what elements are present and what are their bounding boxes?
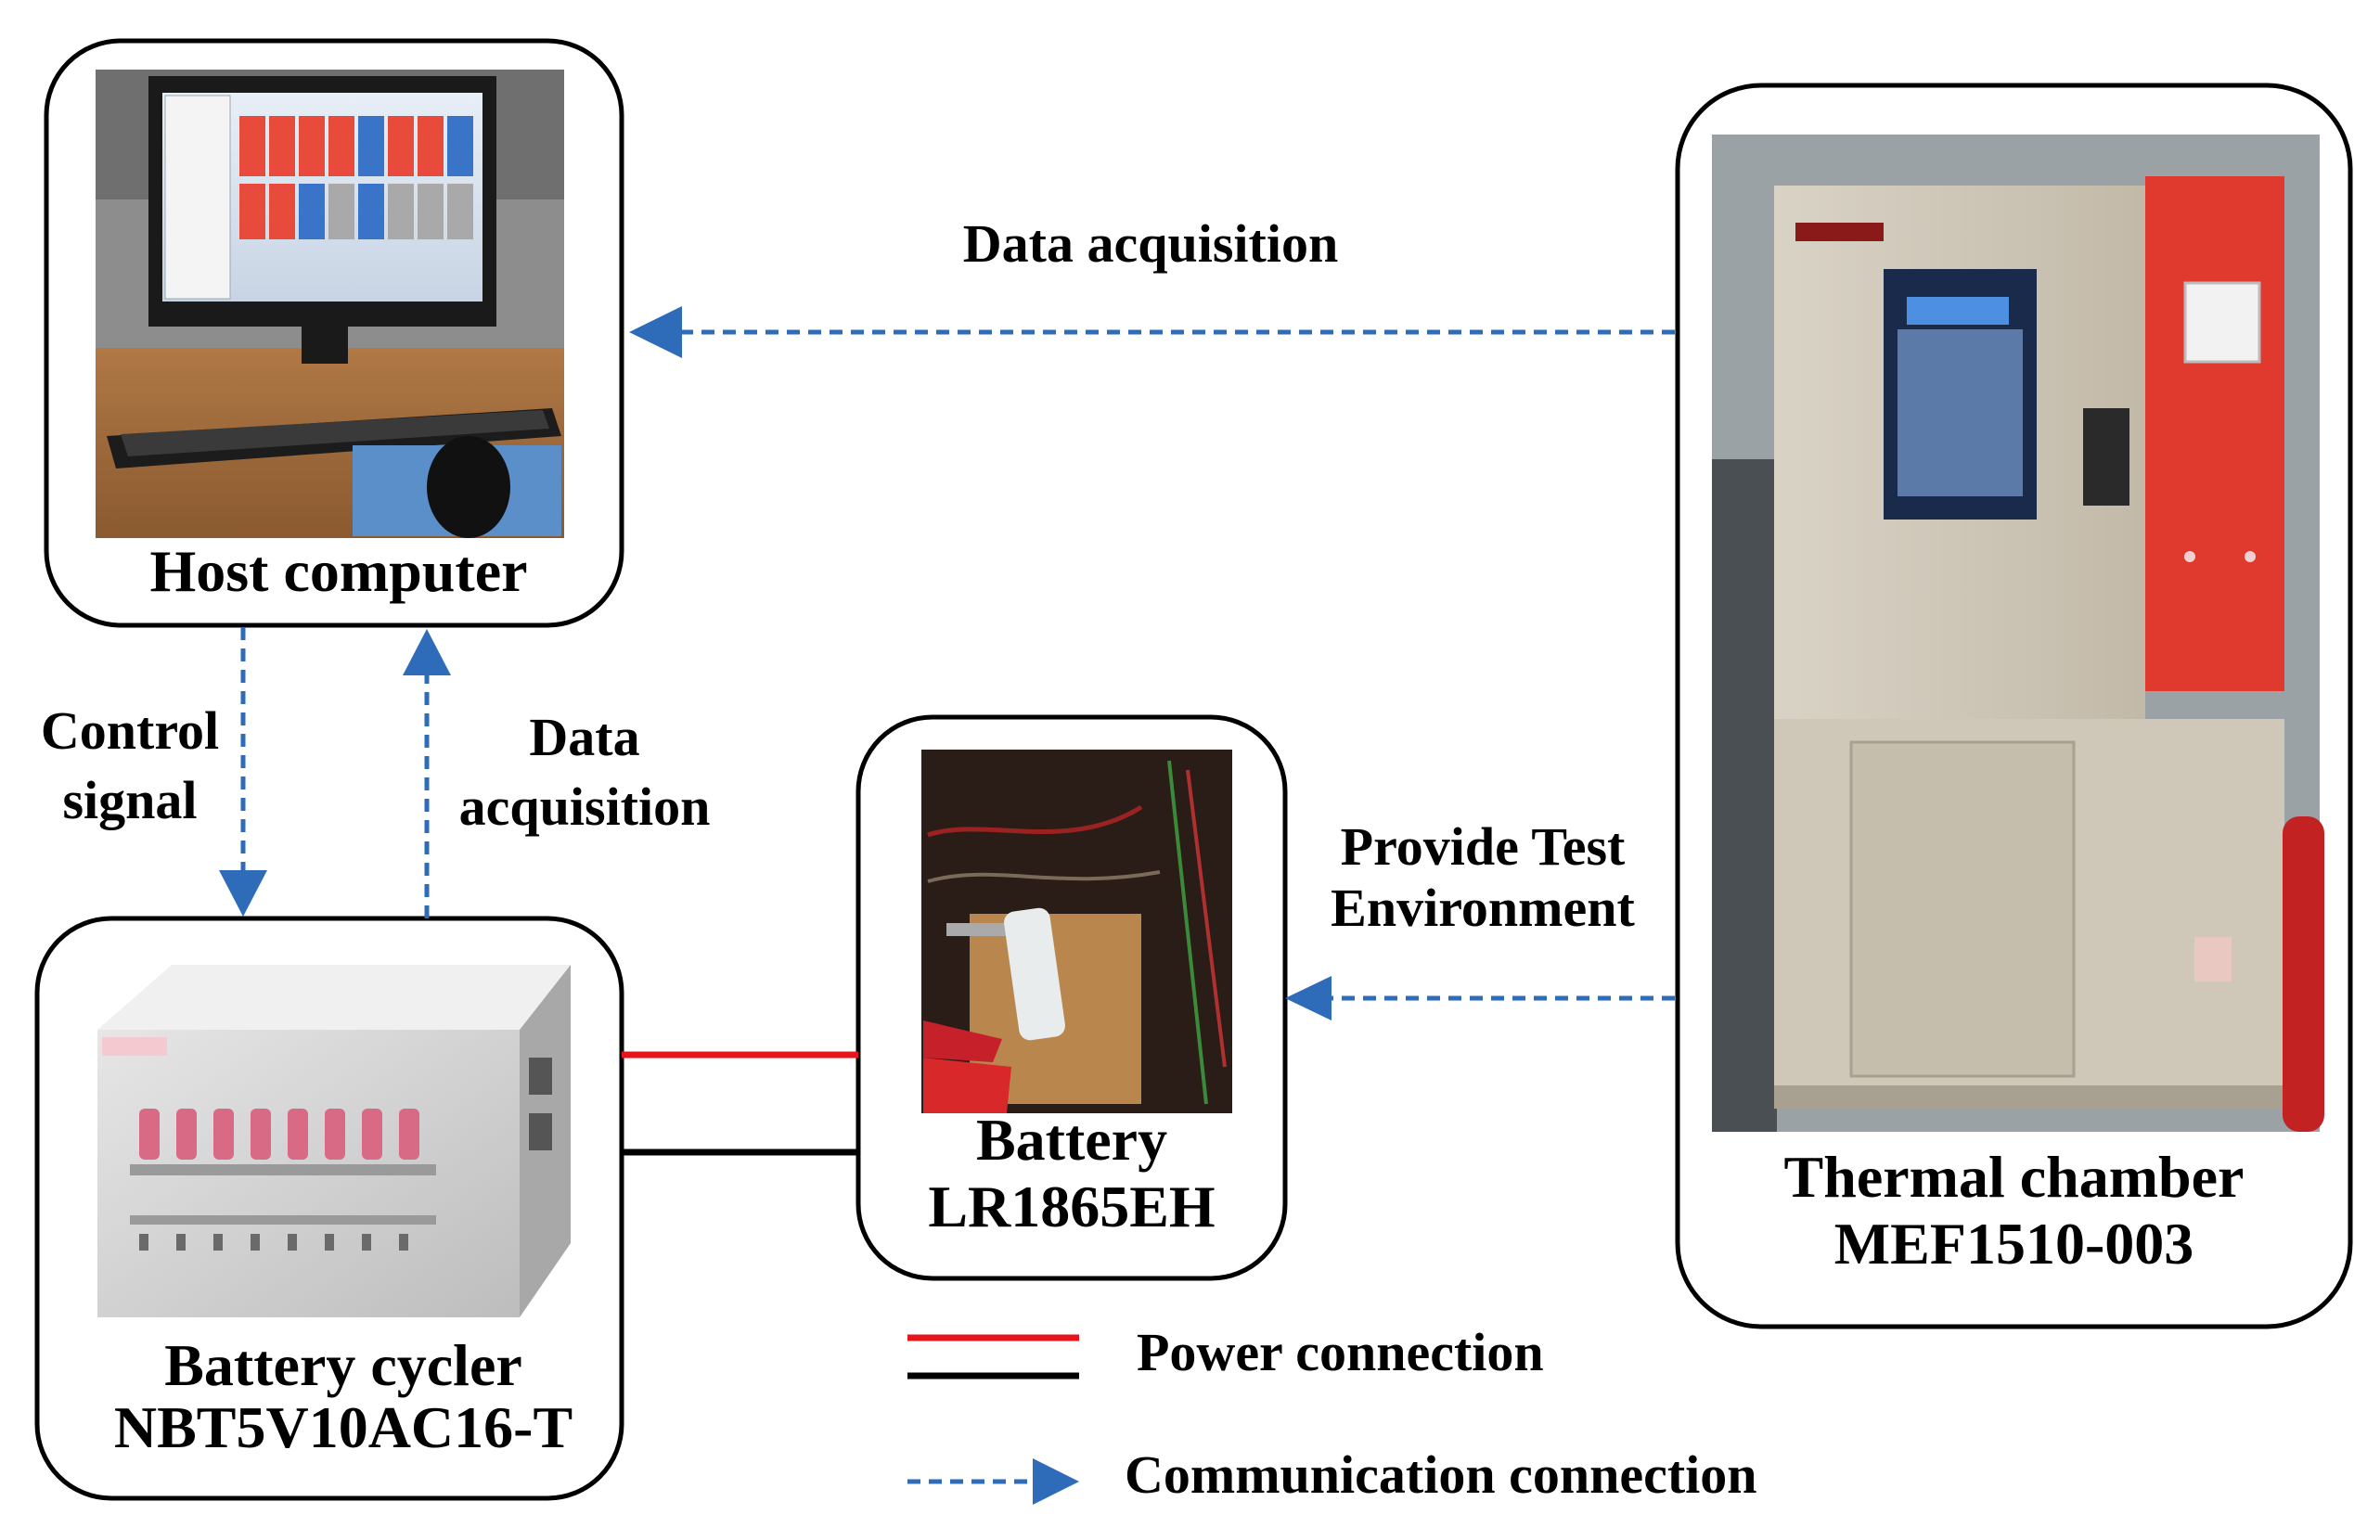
thermal-chamber-photo <box>1712 135 2324 1132</box>
thermal-chamber-name: Thermal chamber <box>1783 1144 2245 1210</box>
battery-cycler-photo <box>97 965 571 1317</box>
provide-test-line1: Provide Test <box>1340 816 1626 877</box>
battery-photo <box>921 750 1232 1113</box>
comm-edge-chamber-to-battery <box>1285 976 1675 1020</box>
comm-edge-chamber-to-host <box>629 306 1675 358</box>
host-computer-node <box>44 38 624 628</box>
control-signal-line1: Control <box>40 700 220 761</box>
legend-power-label: Power connection <box>1137 1322 1544 1382</box>
legend-power-symbol <box>907 1334 1079 1380</box>
battery-node <box>856 714 1288 1281</box>
power-edge-cycler-battery <box>622 1051 858 1156</box>
legend-communication-symbol <box>907 1458 1079 1505</box>
battery-cycler-model: NBT5V10AC16-T <box>113 1394 573 1461</box>
host-computer-photo <box>96 70 564 538</box>
edge-label-cycler-to-host: Data acquisition <box>436 702 733 842</box>
edge-label-chamber-to-host: Data acquisition <box>962 213 1339 274</box>
data-acquisition-line2: acquisition <box>458 776 711 838</box>
battery-model: LR1865EH <box>928 1173 1216 1239</box>
thermal-chamber-model: MEF1510-003 <box>1833 1210 2194 1277</box>
legend-communication-label: Communication connection <box>1125 1444 1757 1505</box>
comm-edge-host-to-cycler <box>219 627 267 917</box>
battery-label: Battery LR1865EH <box>858 1107 1285 1239</box>
control-signal-line2: signal <box>62 770 198 831</box>
thermal-chamber-label: Thermal chamber MEF1510-003 <box>1678 1144 2350 1277</box>
battery-cycler-node <box>34 916 624 1501</box>
battery-name: Battery <box>975 1107 1168 1173</box>
battery-cycler-label: Battery cycler NBT5V10AC16-T <box>37 1332 650 1461</box>
thermal-chamber-node <box>1675 83 2353 1329</box>
edge-label-host-to-cycler: Control signal <box>19 696 241 836</box>
provide-test-line2: Environment <box>1331 878 1635 939</box>
battery-cycler-name: Battery cycler <box>164 1332 522 1398</box>
edge-label-chamber-to-battery: Provide Test Environment <box>1297 816 1668 939</box>
host-computer-label: Host computer <box>149 538 528 604</box>
comm-edge-cycler-to-host <box>403 629 451 918</box>
data-acquisition-line1: Data <box>529 707 640 767</box>
